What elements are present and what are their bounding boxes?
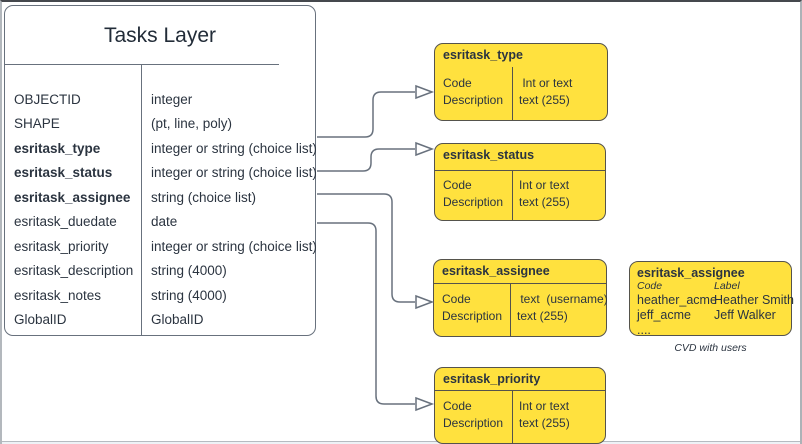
open-arrowhead-icon bbox=[415, 141, 435, 157]
connector-esritask-assignee bbox=[317, 193, 415, 303]
field-name-column: OBJECTID SHAPE esritask_type esritask_st… bbox=[14, 88, 138, 332]
open-arrowhead-icon bbox=[415, 294, 435, 310]
domain-title-divider bbox=[434, 170, 606, 171]
cvd-label-column: Label Heather Smith Jeff Walker bbox=[714, 280, 794, 323]
field-name: esritask_notes bbox=[14, 287, 102, 303]
cvd-code-header: Code bbox=[637, 280, 663, 292]
field-name: esritask_priority bbox=[14, 238, 109, 254]
cvd-code-value: jeff_acme bbox=[637, 308, 691, 322]
domain-column-divider bbox=[512, 67, 513, 120]
field-name: SHAPE bbox=[14, 116, 60, 132]
table-title: Tasks Layer bbox=[103, 24, 217, 47]
cvd-label-value: Jeff Walker bbox=[714, 308, 776, 322]
cvd-label-header: Label bbox=[714, 280, 740, 292]
field-type-column: integer (pt, line, poly) integer or stri… bbox=[151, 88, 317, 332]
connector-esritask-priority bbox=[317, 222, 415, 405]
field-type: string (choice list) bbox=[151, 189, 257, 205]
cvd-code-value: heather_acme bbox=[637, 293, 717, 307]
field-type: integer or string (choice list) bbox=[151, 238, 317, 254]
field-type: GlobalID bbox=[151, 311, 204, 327]
field-type: integer or string (choice list) bbox=[151, 140, 317, 156]
field-type: date bbox=[151, 214, 178, 230]
field-name: esritask_description bbox=[14, 263, 134, 279]
column-divider bbox=[141, 64, 142, 335]
domain-column-divider bbox=[512, 390, 513, 443]
cvd-label-value: Heather Smith bbox=[714, 293, 794, 307]
field-type: (pt, line, poly) bbox=[151, 116, 233, 132]
field-type: string (4000) bbox=[151, 287, 227, 303]
cvd-title: esritask_assignee bbox=[637, 266, 745, 280]
domain-title: esritask_type bbox=[443, 48, 523, 62]
field-name: GlobalID bbox=[14, 311, 67, 327]
domain-column-divider bbox=[510, 283, 511, 336]
field-name: esritask_duedate bbox=[14, 214, 117, 230]
connector-esritask-status bbox=[317, 148, 415, 172]
cvd-ellipsis: .... bbox=[637, 323, 651, 337]
field-name: esritask_type bbox=[14, 140, 101, 156]
domain-title: esritask_assignee bbox=[442, 264, 550, 278]
domain-title: esritask_priority bbox=[443, 372, 541, 386]
domain-title-divider bbox=[433, 283, 607, 284]
open-arrowhead-icon bbox=[415, 84, 435, 100]
cvd-caption: CVD with users bbox=[674, 342, 747, 354]
field-type: integer bbox=[151, 92, 193, 107]
field-type: string (4000) bbox=[151, 263, 227, 279]
connector-esritask-type bbox=[317, 91, 415, 138]
page-bottom-edge bbox=[2, 441, 800, 444]
cvd-example-box: esritask_assignee Code heather_acme jeff… bbox=[629, 261, 794, 338]
field-name: esritask_status bbox=[14, 165, 113, 181]
field-name: esritask_assignee bbox=[14, 189, 131, 205]
field-name: OBJECTID bbox=[14, 92, 81, 107]
domain-title: esritask_status bbox=[443, 148, 535, 162]
field-type: integer or string (choice list) bbox=[151, 165, 317, 181]
tasks-layer-table: Tasks Layer OBJECTID SHAPE esritask_type… bbox=[4, 5, 317, 336]
cvd-code-column: Code heather_acme jeff_acme .... bbox=[637, 280, 717, 338]
domain-title-divider bbox=[434, 390, 606, 391]
domain-types: text (username)text (255) bbox=[517, 292, 608, 323]
open-arrowhead-icon bbox=[415, 396, 435, 412]
domain-column-divider bbox=[512, 170, 513, 220]
